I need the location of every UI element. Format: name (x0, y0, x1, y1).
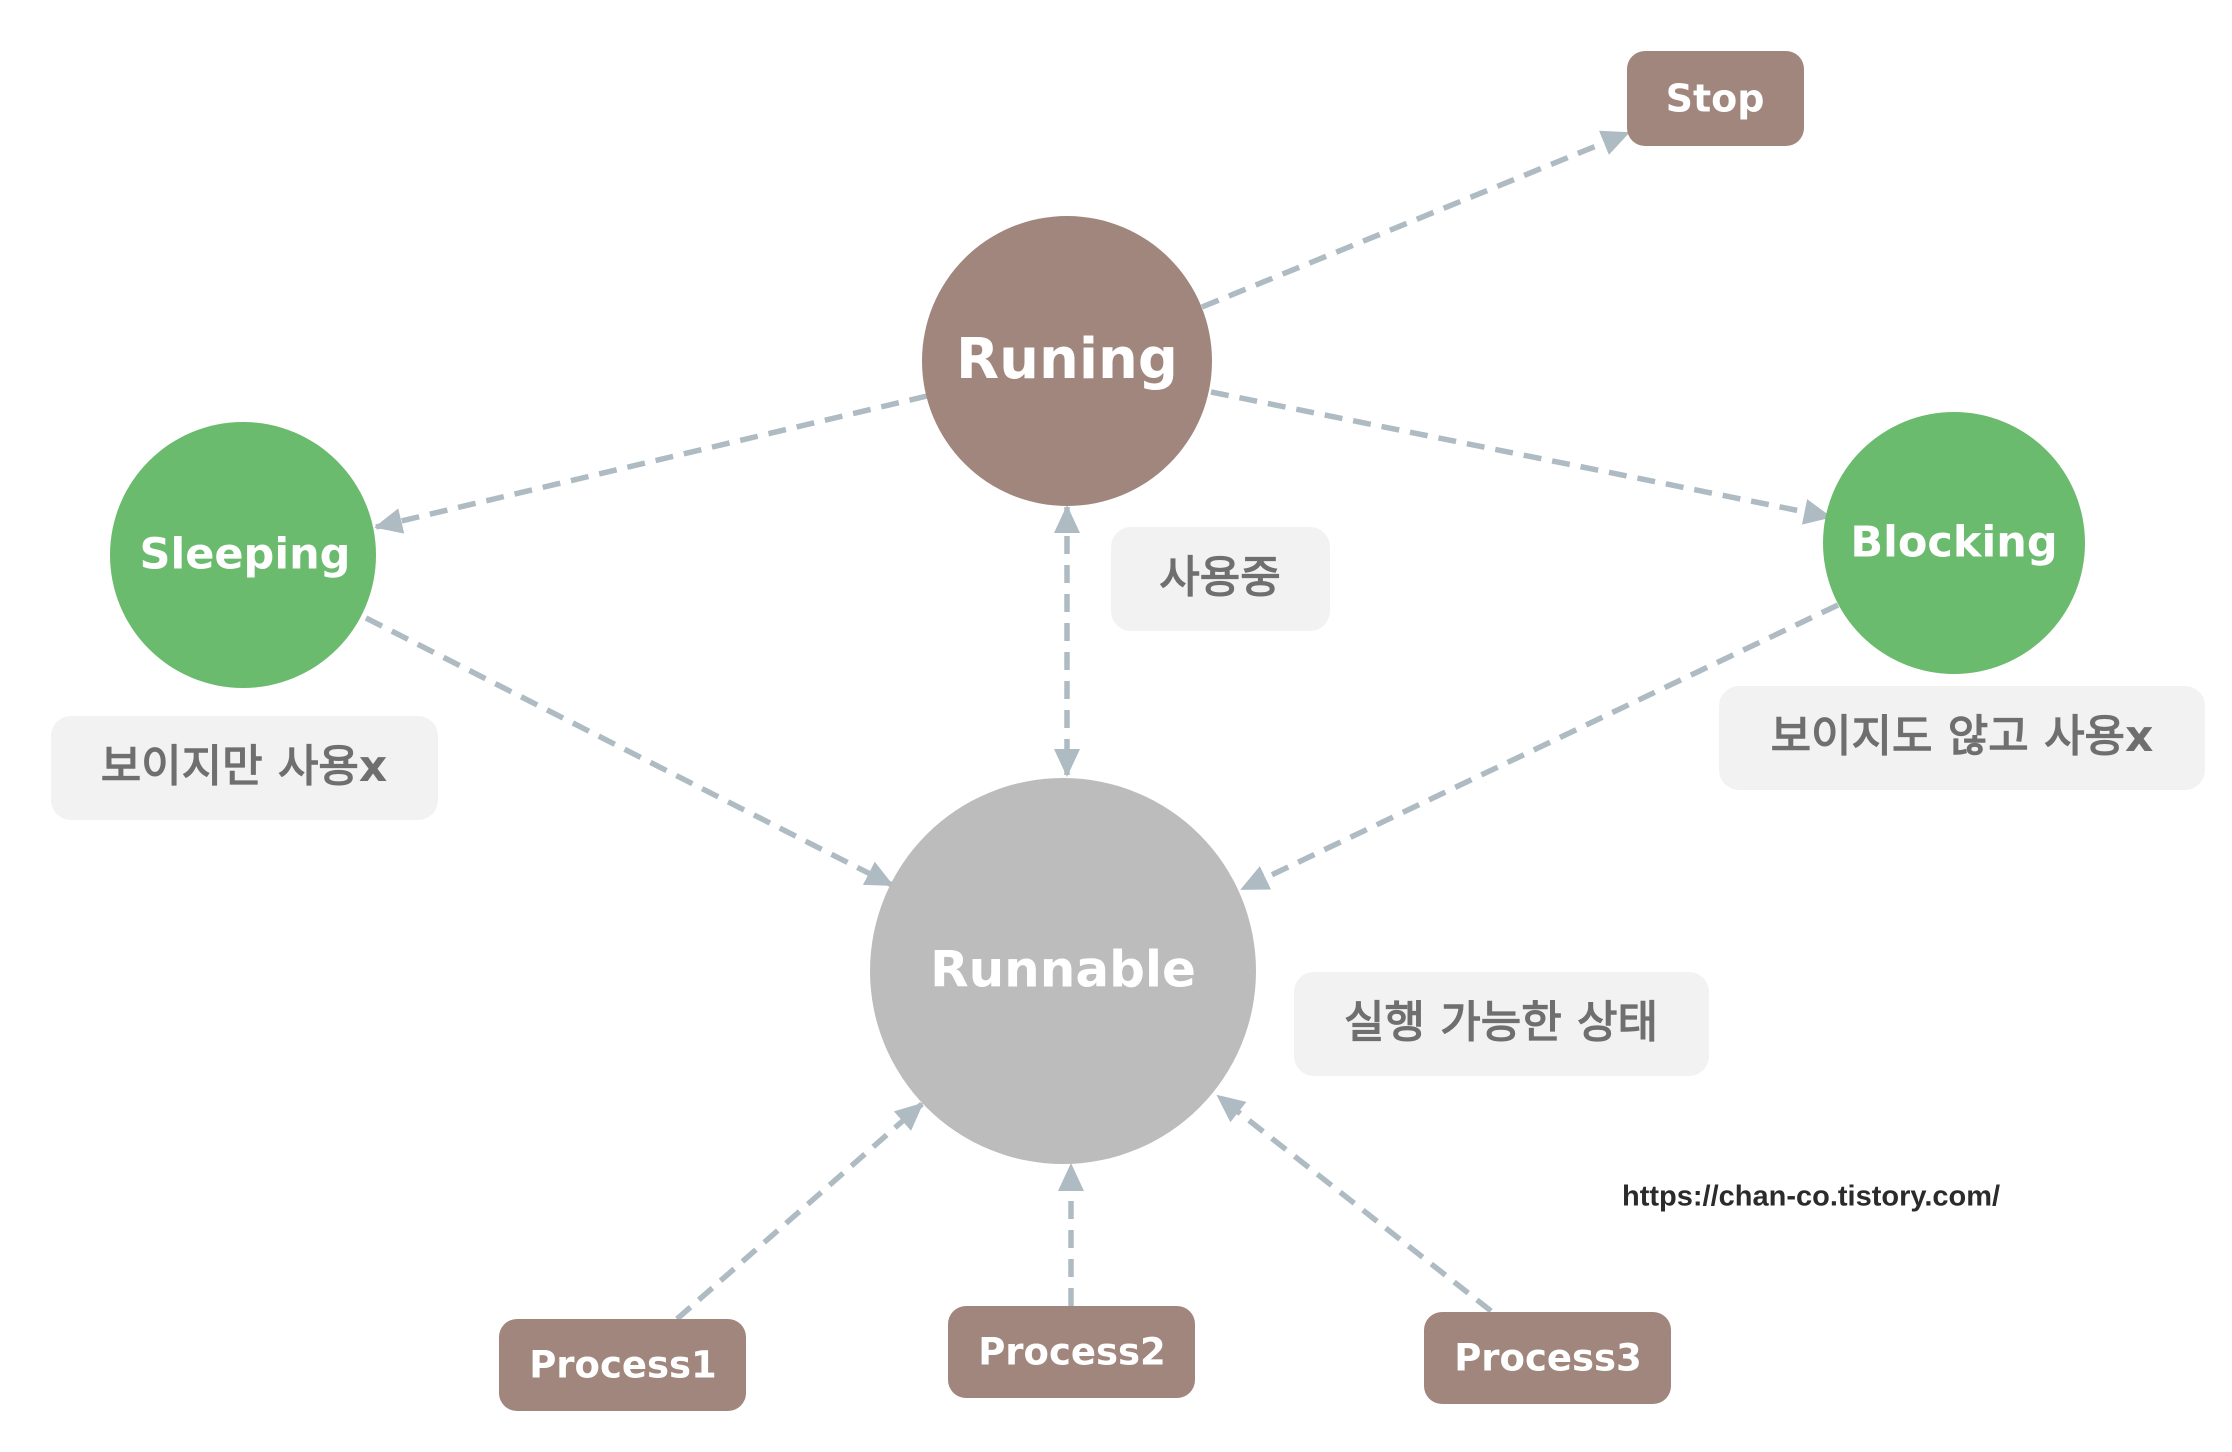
note-blocking-text: 보이지도 않고 사용x (1771, 711, 2154, 762)
process1-box (499, 1319, 746, 1411)
node-runnable: Runnable (870, 778, 1256, 1164)
stop-label: Stop (1666, 77, 1765, 121)
running-label: Runing (956, 327, 1178, 392)
edges (364, 130, 1840, 1322)
edge-running-to-blocking (1210, 389, 1832, 525)
note-runnable-box (1294, 972, 1709, 1076)
note-blocking-box (1719, 686, 2205, 790)
node-process1: Process1 (499, 1319, 746, 1411)
note-running-box (1111, 527, 1330, 631)
node-running: Runing (922, 216, 1212, 506)
node-blocking: Blocking (1823, 412, 2085, 674)
note-blocking: 보이지도 않고 사용x (1719, 686, 2205, 790)
edge-running-to-sleeping (374, 393, 928, 534)
process2-box (948, 1306, 1195, 1398)
node-sleeping: Sleeping (110, 422, 376, 688)
note-running: 사용중 (1111, 527, 1330, 631)
note-runnable: 실행 가능한 상태 (1294, 972, 1709, 1076)
blocking-label: Blocking (1850, 518, 2057, 568)
note-sleeping-box (51, 716, 438, 820)
edge-sleeping-to-runnable (364, 615, 894, 888)
node-stop: Stop (1627, 51, 1804, 146)
edge-running-to-stop (1200, 130, 1630, 310)
note-runnable-text: 실행 가능한 상태 (1344, 997, 1658, 1048)
node-process2: Process2 (948, 1306, 1195, 1398)
note-running-text: 사용중 (1159, 552, 1280, 603)
process3-label: Process3 (1454, 1337, 1642, 1380)
running-circle (922, 216, 1212, 506)
sleeping-label: Sleeping (140, 530, 351, 580)
stop-box (1627, 51, 1804, 146)
runnable-label: Runnable (930, 941, 1196, 999)
node-process3: Process3 (1424, 1312, 1671, 1404)
edge-blocking-to-runnable (1240, 602, 1840, 892)
runnable-circle (870, 778, 1256, 1164)
edge-process1-to-runnable (675, 1101, 924, 1322)
sleeping-circle (110, 422, 376, 688)
process2-label: Process2 (978, 1331, 1166, 1374)
watermark-url: https://chan-co.tistory.com/ (1622, 1181, 2000, 1213)
note-sleeping: 보이지만 사용x (51, 716, 438, 820)
process1-label: Process1 (529, 1344, 717, 1387)
blocking-circle (1823, 412, 2085, 674)
process3-box (1424, 1312, 1671, 1404)
edge-process3-to-runnable (1216, 1093, 1493, 1314)
note-sleeping-text: 보이지만 사용x (101, 741, 388, 792)
